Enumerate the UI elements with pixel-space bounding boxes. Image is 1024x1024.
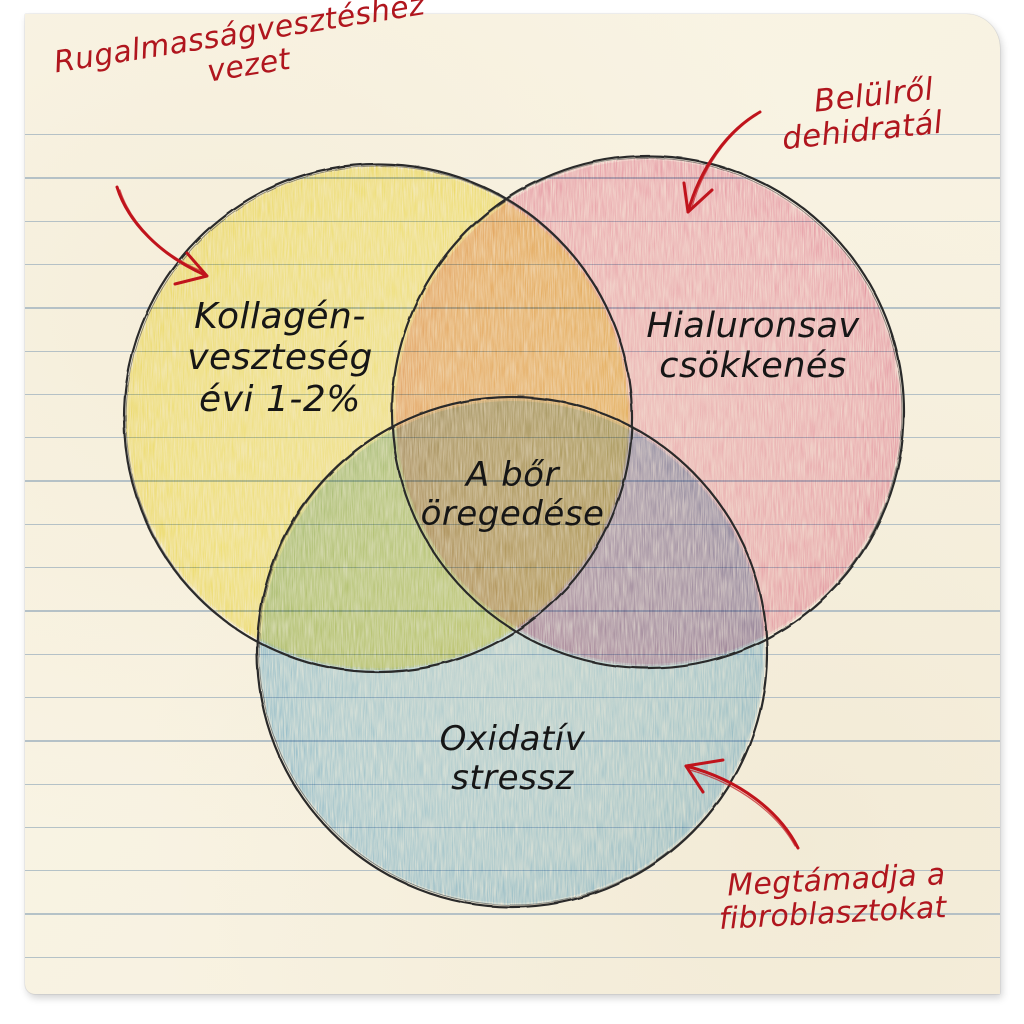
oxidative-label-line-1: Oxidatív [439,719,586,759]
oxidative-label: Oxidatív stressz [420,719,605,799]
arrow-to-collagen-icon [115,185,209,286]
hyaluronic-label-line-2: csökkenés [659,346,847,387]
arrow-to-hyaluronic-icon [682,110,762,214]
collagen-outline-sketch [125,165,633,673]
oxidative-underlayer [261,401,763,903]
hyaluronic-label: Hialuronsav csökkenés [628,306,878,387]
oxidative-outline-sketch [258,396,768,906]
collagen-label-line-2: veszteség [187,337,373,379]
circle-outlines [122,154,906,909]
center-label-line-1: A bőr [466,455,559,495]
oxidative-label-line-2: stressz [451,758,574,799]
rule-line [25,913,1000,915]
center-label-line-2: öregedése [420,494,605,535]
arrow-to-oxidative-icon [684,758,800,850]
collagen-label-line-1: Kollagén- [194,296,366,337]
note-fibroblast: Megtámadja a fibroblasztokat [716,857,948,937]
collagen-label: Kollagén- veszteség évi 1-2% [180,296,380,420]
collagen-label-line-3: évi 1-2% [199,378,361,420]
annotation-arrows [115,110,800,850]
hyaluronic-label-line-1: Hialuronsav [646,306,860,346]
center-label: A bőr öregedése [410,455,615,535]
rule-line [25,177,1000,179]
hyaluronic-outline-sketch [391,157,903,669]
rule-line [25,134,1000,136]
rule-line [25,956,1000,959]
circle-fills [126,158,902,905]
